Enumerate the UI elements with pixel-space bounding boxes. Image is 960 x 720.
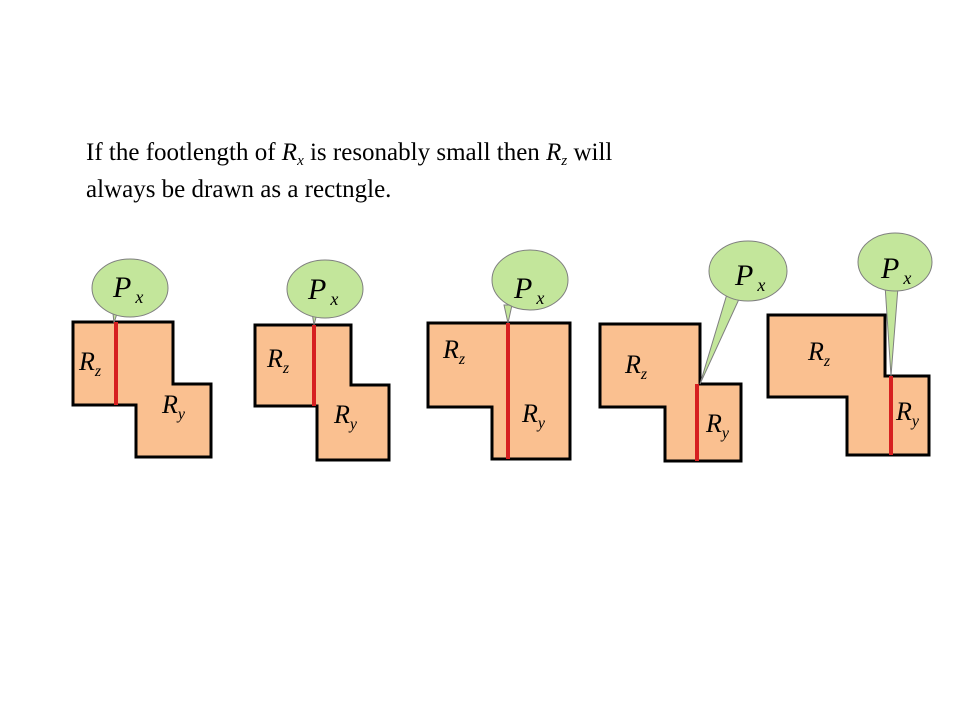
rz-label: Rz	[78, 347, 102, 380]
rz-label: Rz	[266, 344, 290, 377]
caption-rx: Rx	[281, 139, 304, 169]
region-shape	[253, 323, 391, 462]
region-shape	[426, 321, 572, 461]
px-bubble	[286, 259, 364, 319]
caption-text-1: If the footlength of	[86, 139, 282, 166]
px-bubble	[491, 249, 569, 311]
region-shape	[71, 320, 213, 459]
px-bubble	[91, 258, 169, 318]
px-bubble	[708, 240, 788, 302]
callout-pointer	[503, 304, 513, 324]
px-bubble	[857, 232, 933, 292]
ry-label: Ry	[521, 399, 546, 432]
caption-text-2: is resonably small then	[303, 139, 547, 166]
caption-rz: Rz	[546, 139, 568, 169]
ry-label: Ry	[333, 400, 358, 433]
region-shape	[598, 322, 743, 463]
rz-label: Rz	[442, 335, 466, 368]
rz-label: Rz	[624, 350, 648, 383]
callout-pointer	[884, 284, 899, 377]
caption-line-2: always be drawn as a rectngle.	[86, 176, 392, 203]
rz-label: Rz	[807, 337, 831, 370]
caption: If the footlength of Rx is resonably sma…	[86, 134, 786, 208]
ry-label: Ry	[161, 390, 186, 423]
ry-label: Ry	[705, 409, 730, 442]
callout-pointer	[699, 293, 741, 385]
caption-text-3: will	[567, 139, 613, 166]
region-shape	[766, 313, 931, 457]
ry-label: Ry	[895, 397, 920, 430]
